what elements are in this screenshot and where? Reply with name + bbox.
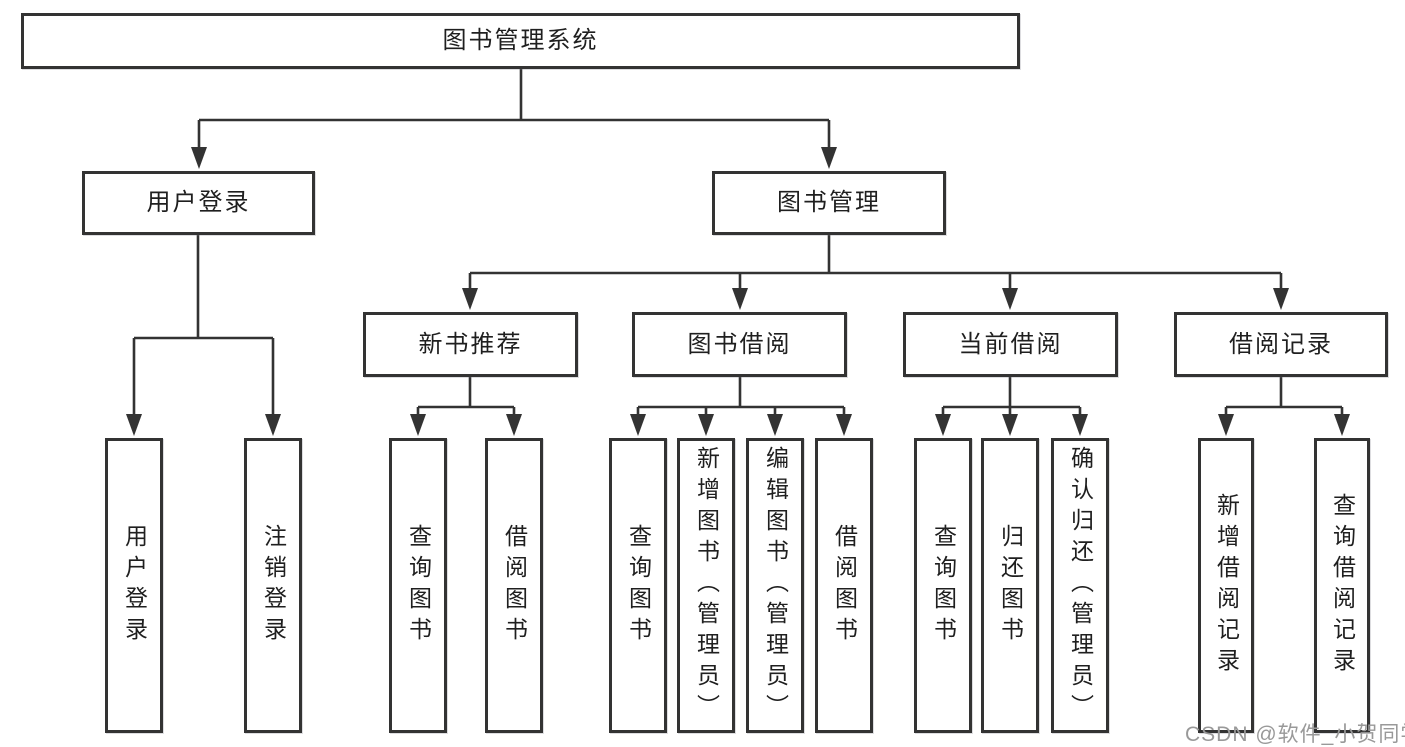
leaf-current-query-books: 查询图书: [914, 438, 972, 733]
node-root-system: 图书管理系统: [21, 13, 1020, 69]
edge-current-to-leaves: [941, 377, 1082, 416]
leaf-edit-books-admin: 编辑图书（管理员）: [746, 438, 804, 733]
node-label: 新增借阅记录: [1213, 492, 1240, 679]
leaf-logout: 注销登录: [244, 438, 302, 733]
node-label: 用户登录: [121, 523, 148, 648]
leaf-add-borrow-record: 新增借阅记录: [1198, 438, 1254, 733]
node-label: 归还图书: [997, 523, 1024, 648]
node-label: 图书管理: [777, 189, 881, 216]
node-label: 当前借阅: [958, 330, 1063, 358]
node-book-borrowing: 图书借阅: [632, 312, 847, 377]
node-label: 注销登录: [260, 523, 287, 648]
leaf-borrow-books: 借阅图书: [815, 438, 873, 733]
leaf-confirm-return-admin: 确认归还（管理员）: [1051, 438, 1109, 733]
node-label: 查询图书: [930, 523, 957, 648]
node-label: 借阅记录: [1229, 330, 1333, 358]
node-label: 新书推荐: [418, 330, 523, 358]
node-label: 新增图书（管理员）: [693, 446, 720, 725]
leaf-return-books: 归还图书: [981, 438, 1039, 733]
node-label: 用户登录: [146, 189, 251, 216]
edge-newbook-to-leaves: [416, 377, 516, 416]
node-label: 借阅图书: [831, 523, 858, 648]
node-book-management: 图书管理: [712, 171, 946, 235]
arrowheads: [126, 147, 1350, 436]
node-label: 编辑图书（管理员）: [762, 446, 789, 725]
edge-root-to-level2: [197, 69, 831, 151]
node-label: 查询图书: [405, 523, 432, 648]
csdn-watermark: CSDN @软件_小贺同学: [1185, 723, 1405, 746]
node-label: 借阅图书: [501, 523, 528, 648]
node-user-login: 用户登录: [82, 171, 315, 235]
node-current-borrowing: 当前借阅: [903, 312, 1118, 377]
leaf-query-borrow-record: 查询借阅记录: [1314, 438, 1370, 733]
node-label: 确认归还（管理员）: [1067, 446, 1094, 725]
leaf-borrow-query-books: 查询图书: [609, 438, 667, 733]
leaf-newbook-query-books: 查询图书: [389, 438, 447, 733]
edge-mgmt-to-level3: [468, 235, 1283, 290]
node-new-book-recommend: 新书推荐: [363, 312, 578, 377]
node-label: 图书管理系统: [442, 27, 599, 54]
edge-borrow-to-leaves: [636, 377, 846, 416]
edge-records-to-leaves: [1224, 377, 1344, 416]
node-label: 查询图书: [625, 523, 652, 648]
node-label: 图书借阅: [687, 330, 792, 358]
leaf-user-login: 用户登录: [105, 438, 163, 733]
node-label: 查询借阅记录: [1329, 492, 1356, 679]
edge-login-to-leaves: [132, 235, 275, 416]
leaf-add-books-admin: 新增图书（管理员）: [677, 438, 735, 733]
node-borrowing-records: 借阅记录: [1174, 312, 1388, 377]
leaf-newbook-borrow-books: 借阅图书: [485, 438, 543, 733]
